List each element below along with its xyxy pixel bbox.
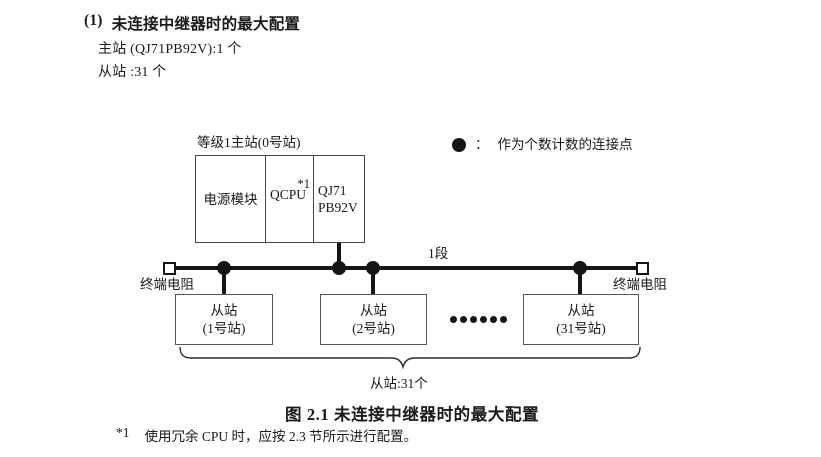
slave-box-31: 从站 (31号站) xyxy=(523,294,639,345)
connection-dot-1 xyxy=(217,261,231,275)
slave31-line2: (31号站) xyxy=(556,320,606,336)
qj71pb92v-cell: QJ71 PB92V xyxy=(313,156,363,242)
slave31-line1: 从站 xyxy=(567,302,595,318)
module-name-line1: QJ71 xyxy=(318,183,347,198)
qcpu-label: QCPU xyxy=(270,187,307,202)
slave3-drop-line xyxy=(578,268,582,296)
terminator-left-label: 终端电阻 xyxy=(140,277,194,292)
qcpu-footnote-ref: *1 xyxy=(297,177,311,191)
terminator-right-icon xyxy=(636,262,649,275)
footnote-text: 使用冗余 CPU 时，应按 2.3 节所示进行配置。 xyxy=(144,429,418,444)
slave2-line2: (2号站) xyxy=(352,320,395,336)
slave-box-1: 从站 (1号站) xyxy=(175,294,273,345)
slave1-drop-line xyxy=(222,268,226,296)
legend-label: 作为个数计数的连接点 xyxy=(497,137,633,152)
legend-colon: ： xyxy=(475,137,489,152)
slave-box-2: 从站 (2号站) xyxy=(320,294,427,345)
slave2-drop-line xyxy=(371,268,375,296)
master-station-box: 电源模块 *1 QCPU QJ71 PB92V xyxy=(195,155,365,243)
section-number: (1) xyxy=(84,12,103,29)
connection-dot-master xyxy=(332,261,346,275)
legend: ： 作为个数计数的连接点 xyxy=(452,136,633,153)
connection-point-dot-icon xyxy=(452,137,466,152)
master-station-label: 等级1主站(0号站) xyxy=(197,135,301,150)
footnote-marker: *1 xyxy=(116,425,130,440)
slaves-brace xyxy=(179,346,641,370)
terminator-right-label: 终端电阻 xyxy=(613,277,667,292)
spec-slave-count: 从站 :31 个 xyxy=(98,65,167,80)
bus-line xyxy=(170,266,643,270)
slave2-line1: 从站 xyxy=(360,302,387,318)
terminator-left-icon xyxy=(163,262,176,275)
segment-label: 1段 xyxy=(428,246,449,261)
section-heading: (1) 未连接中继器时的最大配置 xyxy=(84,12,300,34)
module-name-line2: PB92V xyxy=(318,200,358,215)
connection-dot-31 xyxy=(573,261,587,275)
power-module-cell: 电源模块 xyxy=(203,191,258,207)
section-title: 未连接中继器时的最大配置 xyxy=(111,16,301,33)
qcpu-cell: *1 QCPU xyxy=(265,156,313,242)
slave-count-label: 从站:31个 xyxy=(370,376,428,391)
master-drop-line xyxy=(337,241,341,268)
spec-master-count: 主站 (QJ71PB92V):1 个 xyxy=(98,42,242,57)
connection-dot-2 xyxy=(366,261,380,275)
slave1-line2: (1号站) xyxy=(202,320,246,336)
figure-caption: 图 2.1 未连接中继器时的最大配置 xyxy=(285,405,540,424)
slave1-line1: 从站 xyxy=(210,302,238,318)
ellipsis-dots-icon xyxy=(450,316,507,323)
footnote: *1 使用冗余 CPU 时，应按 2.3 节所示进行配置。 xyxy=(116,425,417,445)
